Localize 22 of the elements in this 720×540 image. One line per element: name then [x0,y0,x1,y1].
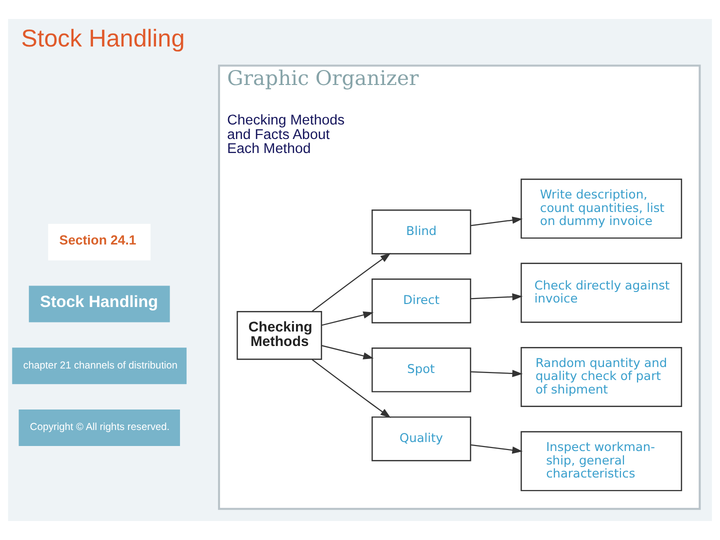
node-box: Write description, count quantities, list on dummy invoice [520,178,682,239]
node-box: Check directly against invoice [520,262,682,323]
label: chapter 21 channels of distribution [23,360,178,372]
node-box: Spot [372,347,472,392]
diagram-title: Stock Handling [21,26,185,53]
label: Stock Handling [40,292,158,311]
node-box: Blind [372,210,472,254]
arrow [470,444,523,454]
arrow [312,252,391,312]
arrow [322,345,374,360]
arrow [322,311,374,326]
node-box: Inspect workman- ship, general characteristics [520,431,682,492]
node-box: Direct [372,278,472,324]
node-box: Random quantity and quality check of part of shipment [520,346,682,407]
arrow [470,216,523,226]
label: Section 24.1 [59,232,136,248]
label: Copyright © All rights reserved. [30,422,170,434]
arrow [470,293,523,300]
arrow [312,359,391,418]
node-box: Quality [372,416,472,462]
arrow [470,370,523,378]
node-box: Checking Methods [236,310,322,360]
